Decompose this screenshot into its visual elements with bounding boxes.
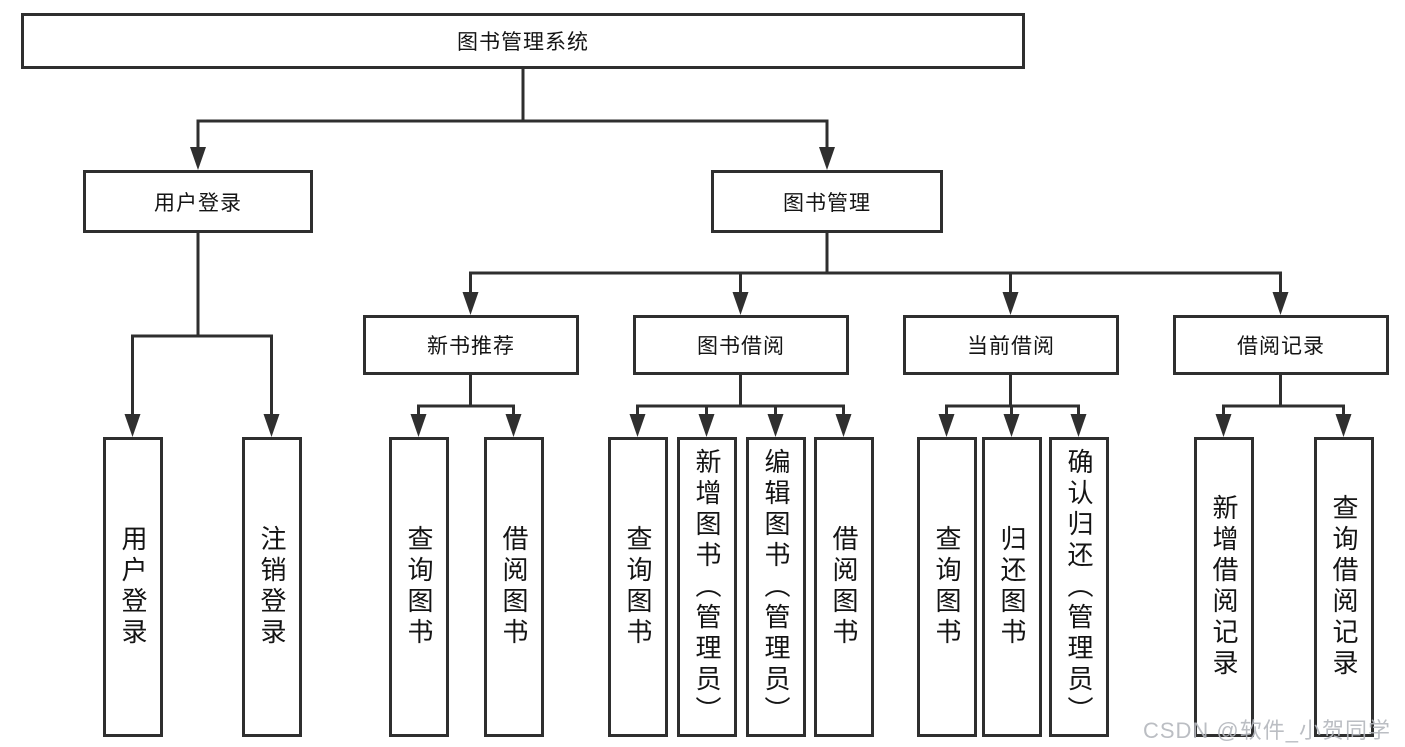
leaf-label: 查询图书: [932, 525, 962, 649]
node-leaf-logout: 注销登录: [242, 437, 302, 737]
csdn-watermark: CSDN @软件_小贺同学: [1142, 718, 1391, 743]
node-leaf-add-books-admin: 新增图书（管理员）: [677, 437, 737, 737]
leaf-label: 注销登录: [257, 525, 287, 649]
node-current-borrowing: 当前借阅: [903, 315, 1119, 375]
node-book-management-branch: 图书管理: [711, 170, 943, 233]
node-borrowing-records: 借阅记录: [1173, 315, 1389, 375]
arrow-down-icon: [124, 414, 141, 437]
node-new-book-recommend: 新书推荐: [363, 315, 579, 375]
arrow-down-icon: [263, 414, 280, 437]
leaf-label: 查询图书: [404, 525, 434, 649]
arrow-down-icon: [629, 414, 646, 437]
leaf-label: 用户登录: [118, 525, 148, 649]
arrow-down-icon: [1272, 292, 1289, 315]
node-leaf-add-borrow-record: 新增借阅记录: [1194, 437, 1254, 737]
leaf-label: 编辑图书（管理员）: [761, 447, 791, 727]
node-leaf-query-books-recommend: 查询图书: [389, 437, 449, 737]
connector-paths: [131, 66, 1345, 416]
arrow-down-icon: [1070, 414, 1087, 437]
node-leaf-query-borrow-record: 查询借阅记录: [1314, 437, 1374, 737]
leaf-label: 新增借阅记录: [1209, 494, 1239, 680]
node-leaf-user-login: 用户登录: [103, 437, 163, 737]
node-leaf-borrow-books-recommend: 借阅图书: [484, 437, 544, 737]
node-system-root: 图书管理系统: [21, 13, 1025, 69]
arrow-down-icon: [1215, 414, 1232, 437]
node-leaf-borrow-books: 借阅图书: [814, 437, 874, 737]
leaf-label: 新增图书（管理员）: [692, 447, 722, 727]
leaf-label: 借阅图书: [499, 525, 529, 649]
arrow-down-icon: [698, 414, 715, 437]
leaf-label: 查询借阅记录: [1329, 494, 1359, 680]
arrow-down-icon: [819, 147, 835, 170]
leaf-label: 归还图书: [997, 525, 1027, 649]
arrow-down-icon: [462, 292, 479, 315]
arrowheads: [124, 147, 1352, 437]
arrow-down-icon: [835, 414, 852, 437]
arrow-down-icon: [1003, 414, 1020, 437]
arrow-down-icon: [938, 414, 955, 437]
node-leaf-return-books: 归还图书: [982, 437, 1042, 737]
node-leaf-edit-books-admin: 编辑图书（管理员）: [746, 437, 806, 737]
arrow-down-icon: [190, 147, 206, 170]
node-leaf-query-books-current: 查询图书: [917, 437, 977, 737]
arrow-down-icon: [410, 414, 427, 437]
node-leaf-query-books-borrowing: 查询图书: [608, 437, 668, 737]
node-leaf-confirm-return-admin: 确认归还（管理员）: [1049, 437, 1109, 737]
arrow-down-icon: [1002, 292, 1019, 315]
arrow-down-icon: [732, 292, 749, 315]
arrow-down-icon: [505, 414, 522, 437]
arrow-down-icon: [1335, 414, 1352, 437]
leaf-label: 查询图书: [623, 525, 653, 649]
arrow-down-icon: [767, 414, 784, 437]
leaf-label: 借阅图书: [829, 525, 859, 649]
leaf-label: 确认归还（管理员）: [1064, 447, 1094, 727]
node-user-login-branch: 用户登录: [83, 170, 313, 233]
node-book-borrowing: 图书借阅: [633, 315, 849, 375]
